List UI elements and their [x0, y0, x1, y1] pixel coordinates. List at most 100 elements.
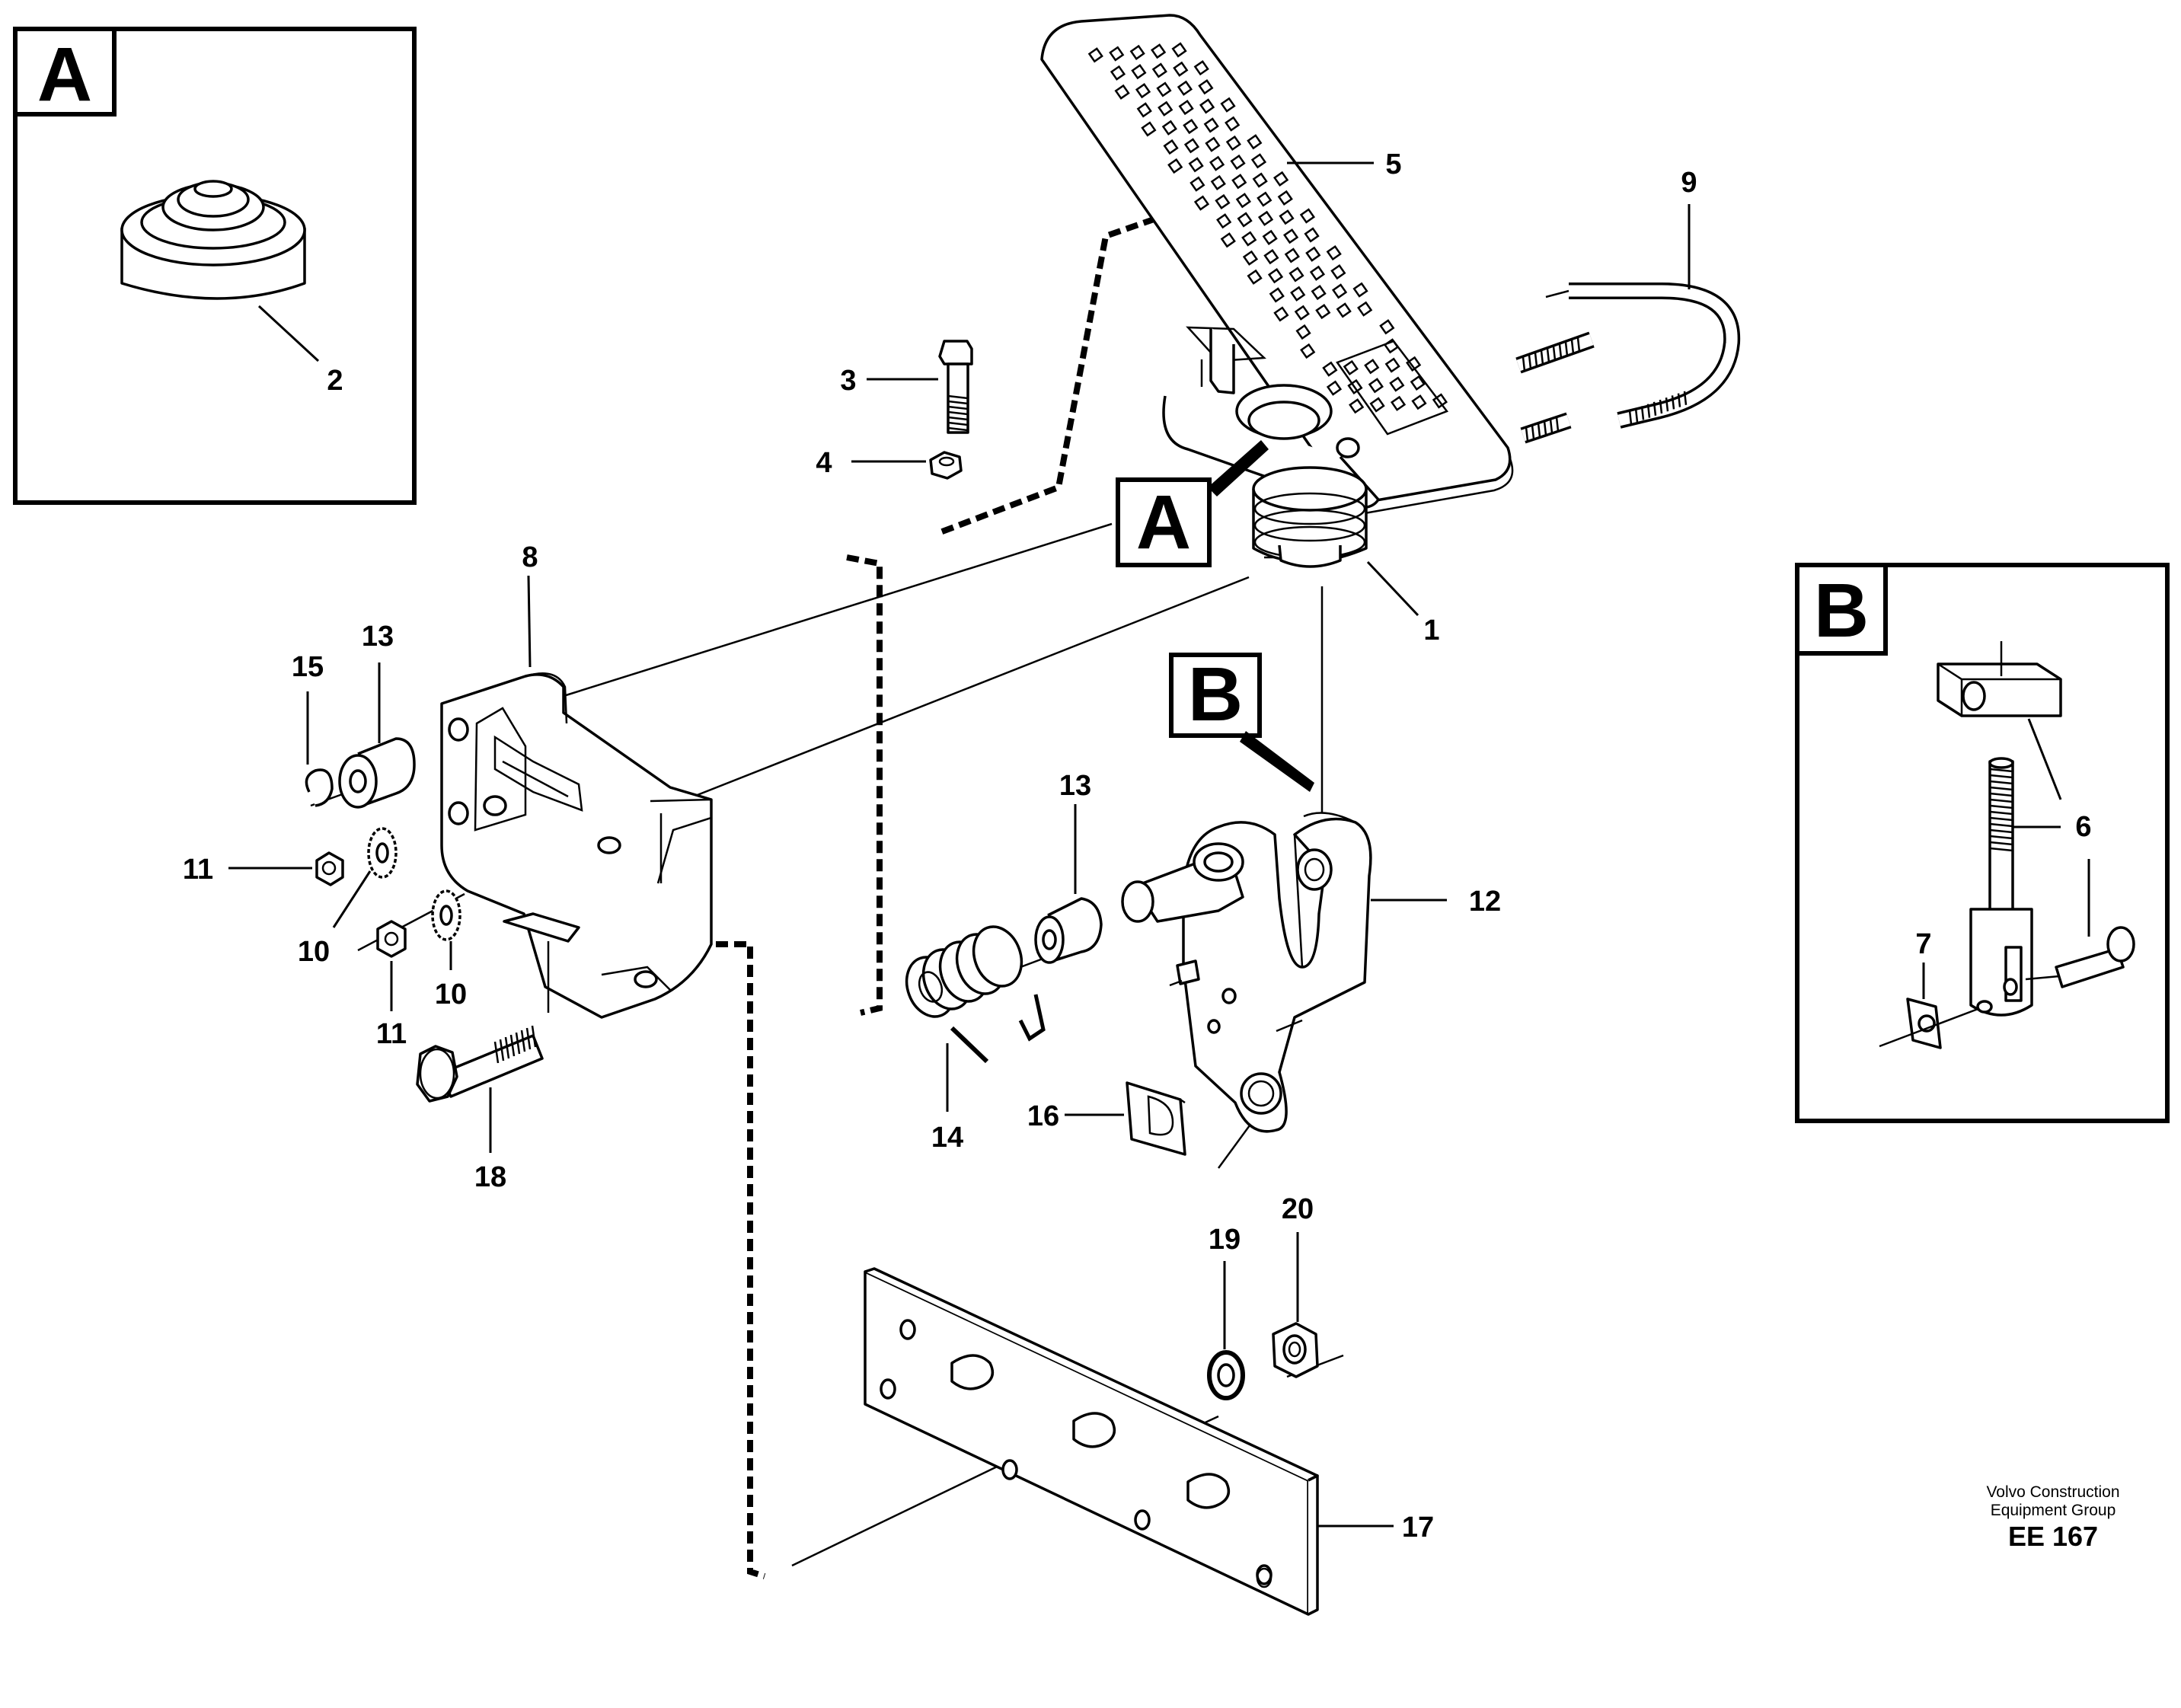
leader-1: [1366, 560, 1419, 617]
tread-diamond: [1178, 99, 1194, 116]
tread-diamond: [1167, 158, 1183, 174]
label-1: 1: [1423, 615, 1439, 646]
inset-b-frame: [1795, 563, 2170, 1123]
tread-diamond: [1410, 375, 1426, 391]
tread-diamond: [1189, 176, 1205, 192]
label-12: 12: [1469, 886, 1501, 918]
label-20: 20: [1282, 1193, 1314, 1225]
tread-diamond: [1330, 264, 1346, 280]
tread-diamond: [1352, 282, 1368, 298]
tread-diamond: [1215, 193, 1231, 210]
label-13b: 13: [1059, 770, 1091, 802]
company-line-1: Volvo Construction: [1986, 1483, 2119, 1501]
tread-diamond: [1230, 154, 1246, 171]
inset-a-letter: A: [37, 32, 92, 117]
tread-diamond: [1183, 138, 1200, 154]
tread-diamond: [1262, 229, 1278, 245]
tread-diamond: [1216, 213, 1232, 229]
bracket-part-8: [440, 672, 713, 1019]
tread-diamond: [1173, 61, 1189, 77]
drawing-code: EE 167: [2008, 1521, 2098, 1552]
u-bolt-part-9: [1515, 283, 1741, 444]
tread-diamond: [1273, 171, 1289, 187]
tread-diamond: [1294, 305, 1310, 321]
tread-diamond: [1267, 268, 1284, 284]
torsion-spring-part-14: [905, 925, 1046, 1064]
tread-diamond: [1311, 284, 1327, 301]
tread-diamond: [1231, 174, 1247, 190]
label-19: 19: [1209, 1224, 1241, 1256]
callout-a-frame: [1116, 477, 1212, 567]
tread-diamond: [1235, 193, 1251, 209]
tread-diamond: [1129, 44, 1145, 60]
tread-diamond: [1198, 79, 1214, 95]
tread-diamond: [1183, 118, 1199, 135]
tread-diamond: [1114, 84, 1130, 100]
tread-diamond: [1220, 232, 1236, 248]
tread-diamond: [1305, 246, 1321, 262]
bushing-part-13b: [1034, 897, 1103, 964]
tread-diamond: [1087, 47, 1103, 63]
label-2: 2: [327, 365, 343, 397]
callout-b-letter: B: [1188, 652, 1243, 737]
plate-part-17: [864, 1267, 1319, 1616]
nut-part-4: [929, 451, 963, 480]
tread-diamond: [1257, 210, 1274, 226]
bolt-part-3: [938, 340, 973, 434]
tread-diamond: [1158, 101, 1174, 117]
label-5: 5: [1385, 148, 1401, 180]
bushing-part-13a: [338, 737, 416, 809]
pedal-part-5: [1040, 14, 1514, 568]
tread-diamond: [1163, 139, 1179, 155]
tread-diamond: [1288, 267, 1304, 283]
washer-part-19: [1207, 1350, 1245, 1400]
tread-diamond: [1141, 121, 1157, 137]
callout-b: B: [1169, 652, 1314, 792]
tread-diamond: [1225, 116, 1241, 132]
pedal-tread-logo: [1336, 340, 1449, 436]
tread-diamond: [1379, 319, 1395, 335]
leader-8: [527, 575, 532, 668]
inset-b: B: [1795, 563, 2170, 1123]
tread-diamond: [1161, 120, 1177, 136]
inset-a: A 2: [13, 27, 417, 505]
label-10b: 10: [435, 979, 467, 1010]
company-line-2: Equipment Group: [1991, 1502, 2116, 1519]
tread-diamond: [1247, 269, 1263, 285]
label-16: 16: [1027, 1100, 1059, 1132]
tread-diamond: [1368, 378, 1384, 394]
tread-diamond: [1135, 83, 1151, 99]
tread-diamond: [1299, 208, 1316, 224]
inset-b-letter: B: [1814, 568, 1869, 653]
tread-diamond: [1336, 302, 1352, 318]
tread-diamond: [1279, 209, 1295, 225]
label-6: 6: [2075, 811, 2091, 843]
tread-diamond: [1241, 231, 1257, 247]
callout-a: A: [1116, 440, 1269, 567]
pedal-tread-pattern: [1087, 42, 1448, 414]
dash-bracket-to-spring: [846, 554, 883, 1016]
tread-diamond: [1277, 190, 1293, 206]
tread-diamond: [1389, 376, 1405, 392]
tread-diamond: [1406, 356, 1422, 372]
washer-part-10a: [367, 827, 398, 879]
spring-clip-part-16: [1126, 1081, 1186, 1156]
label-13a: 13: [362, 621, 394, 653]
label-8: 8: [522, 541, 538, 573]
tread-diamond: [1151, 62, 1167, 78]
tread-diamond: [1203, 117, 1219, 133]
tread-diamond: [1177, 80, 1193, 96]
label-10a: 10: [298, 936, 330, 968]
bolt-part-18: [416, 1025, 544, 1103]
u-bolt-threads: [1522, 337, 1688, 442]
nut-part-11a: [315, 851, 344, 886]
tread-diamond: [1295, 324, 1311, 340]
tread-diamond: [1156, 81, 1172, 97]
washer-part-10b: [431, 889, 461, 941]
dash-bracket-to-plate: [716, 941, 766, 1579]
tread-diamond: [1199, 98, 1215, 114]
circlip-part-15: [305, 768, 334, 807]
tread-diamond: [1315, 303, 1331, 320]
tread-diamond: [1209, 155, 1225, 171]
